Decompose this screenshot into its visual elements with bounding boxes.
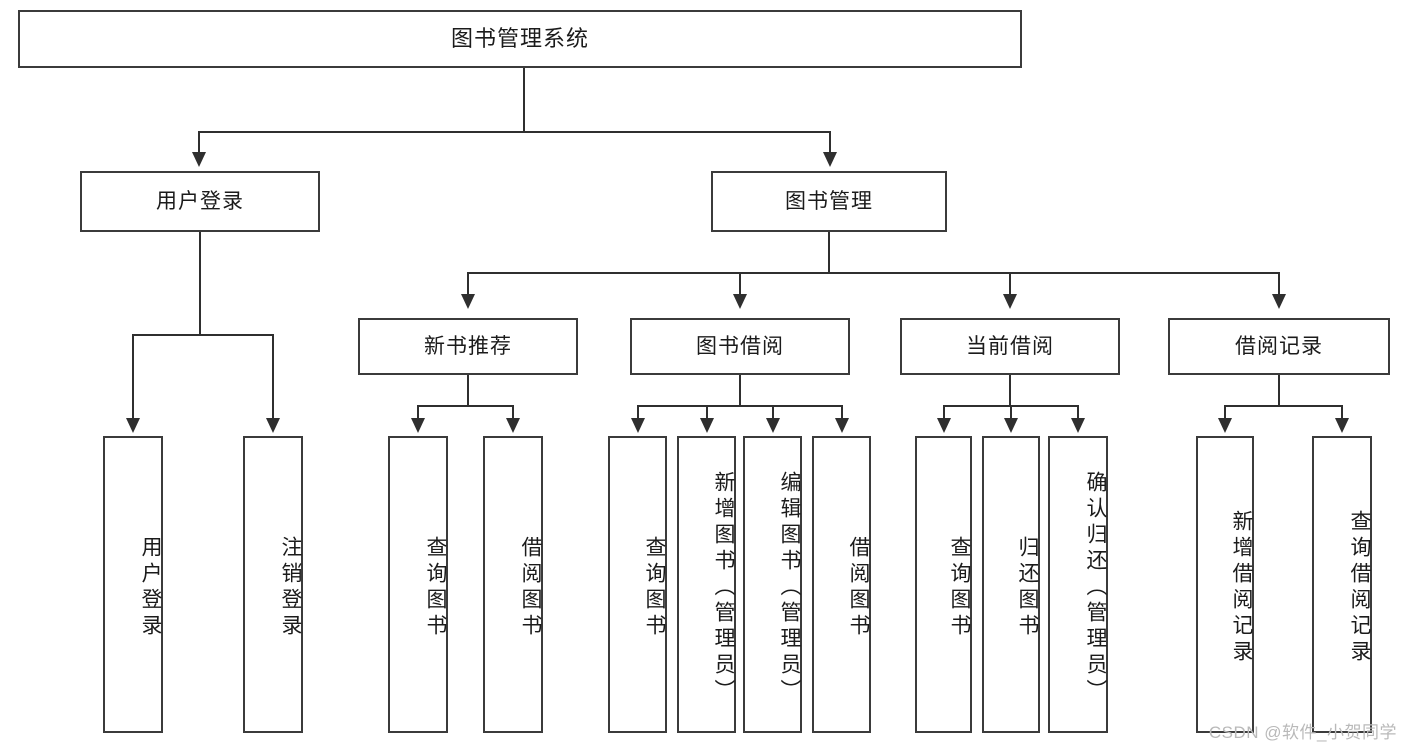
edge-to-borrow-record	[1278, 272, 1280, 296]
leaf-new-book-query-book[interactable]: 查询图书	[388, 436, 448, 733]
edge-level3-bar	[467, 272, 1279, 274]
node-label: 借阅图书	[519, 535, 542, 640]
arrow-book-borrow-leaf4	[835, 418, 849, 433]
node-book-borrow[interactable]: 图书借阅	[630, 318, 850, 375]
leaf-book-borrow-add-book-admin[interactable]: 新增图书（管理员）	[677, 436, 736, 733]
edge-current-borrow-leaf2	[1010, 405, 1012, 420]
node-label: 借阅图书	[847, 535, 870, 640]
node-label: 注销登录	[279, 535, 302, 640]
edge-to-book-borrow	[739, 272, 741, 296]
arrow-current-borrow-leaf3	[1071, 418, 1085, 433]
edge-level2-bar	[198, 131, 830, 133]
arrow-new-book-leaf2	[506, 418, 520, 433]
node-label: 确认归还（管理员）	[1084, 470, 1107, 705]
arrow-current-borrow-leaf2	[1004, 418, 1018, 433]
node-new-book-recommend[interactable]: 新书推荐	[358, 318, 578, 375]
edge-new-book-bar	[418, 405, 514, 407]
leaf-current-borrow-confirm-return-admin[interactable]: 确认归还（管理员）	[1048, 436, 1108, 733]
arrow-user-login-leaf1	[126, 418, 140, 433]
node-label: 图书管理系统	[450, 25, 589, 51]
edge-new-book-stem	[467, 375, 469, 406]
node-label: 借阅记录	[1235, 334, 1323, 358]
edge-book-borrow-leaf3	[772, 405, 774, 420]
edge-book-borrow-bar	[638, 405, 843, 407]
leaf-book-borrow-borrow-book[interactable]: 借阅图书	[812, 436, 871, 733]
node-current-borrow[interactable]: 当前借阅	[900, 318, 1120, 375]
arrow-current-borrow-leaf1	[937, 418, 951, 433]
edge-borrow-record-leaf2	[1341, 405, 1343, 420]
leaf-current-borrow-query-book[interactable]: 查询图书	[915, 436, 972, 733]
node-label: 查询借阅记录	[1348, 509, 1371, 666]
arrow-borrow-record-leaf1	[1218, 418, 1232, 433]
node-label: 图书管理	[785, 189, 873, 213]
node-label: 新书推荐	[424, 334, 512, 358]
edge-root-stem	[523, 68, 525, 133]
node-label: 归还图书	[1016, 535, 1039, 640]
arrow-user-login-leaf2	[266, 418, 280, 433]
edge-book-borrow-stem	[739, 375, 741, 406]
arrow-book-borrow-leaf1	[631, 418, 645, 433]
edge-to-current-borrow	[1009, 272, 1011, 296]
node-root-library-system[interactable]: 图书管理系统	[18, 10, 1022, 68]
node-label: 编辑图书（管理员）	[778, 470, 801, 705]
node-label: 查询图书	[643, 535, 666, 640]
edge-current-borrow-leaf1	[943, 405, 945, 420]
edge-new-book-leaf1	[417, 405, 419, 420]
edge-user-login-bar	[133, 334, 273, 336]
node-label: 用户登录	[156, 189, 244, 213]
leaf-book-borrow-query-book[interactable]: 查询图书	[608, 436, 667, 733]
edge-to-user-login	[198, 131, 200, 155]
arrow-borrow-record-leaf2	[1335, 418, 1349, 433]
leaf-current-borrow-return-book[interactable]: 归还图书	[982, 436, 1040, 733]
edge-current-borrow-leaf3	[1077, 405, 1079, 420]
edge-user-login-stem	[199, 232, 201, 335]
node-borrow-record[interactable]: 借阅记录	[1168, 318, 1390, 375]
arrow-book-borrow-leaf2	[700, 418, 714, 433]
arrow-to-current-borrow	[1003, 294, 1017, 309]
leaf-book-borrow-edit-book-admin[interactable]: 编辑图书（管理员）	[743, 436, 802, 733]
edge-book-borrow-leaf4	[841, 405, 843, 420]
edge-borrow-record-stem	[1278, 375, 1280, 406]
node-user-login[interactable]: 用户登录	[80, 171, 320, 232]
leaf-user-login-login[interactable]: 用户登录	[103, 436, 163, 733]
arrow-to-user-login	[192, 152, 206, 167]
edge-book-borrow-leaf2	[706, 405, 708, 420]
edge-user-login-leaf2	[272, 334, 274, 420]
arrow-new-book-leaf1	[411, 418, 425, 433]
edge-current-borrow-stem	[1009, 375, 1011, 406]
arrow-book-borrow-leaf3	[766, 418, 780, 433]
edge-borrow-record-bar	[1225, 405, 1343, 407]
leaf-user-login-logout[interactable]: 注销登录	[243, 436, 303, 733]
node-label: 查询图书	[424, 535, 447, 640]
node-label: 用户登录	[139, 535, 162, 640]
node-label: 新增图书（管理员）	[712, 470, 735, 705]
node-label: 查询图书	[948, 535, 971, 640]
node-label: 当前借阅	[966, 334, 1054, 358]
edge-borrow-record-leaf1	[1224, 405, 1226, 420]
arrow-to-new-book	[461, 294, 475, 309]
arrow-to-book-borrow	[733, 294, 747, 309]
leaf-borrow-record-add-record[interactable]: 新增借阅记录	[1196, 436, 1254, 733]
node-label: 图书借阅	[696, 334, 784, 358]
leaf-new-book-borrow-book[interactable]: 借阅图书	[483, 436, 543, 733]
leaf-borrow-record-query-record[interactable]: 查询借阅记录	[1312, 436, 1372, 733]
edge-book-borrow-leaf1	[637, 405, 639, 420]
edge-to-new-book	[467, 272, 469, 296]
edge-book-manage-stem	[828, 232, 830, 274]
edge-to-book-manage	[829, 131, 831, 155]
arrow-to-book-manage	[823, 152, 837, 167]
node-book-management[interactable]: 图书管理	[711, 171, 947, 232]
node-label: 新增借阅记录	[1230, 509, 1253, 666]
edge-new-book-leaf2	[512, 405, 514, 420]
arrow-to-borrow-record	[1272, 294, 1286, 309]
edge-user-login-leaf1	[132, 334, 134, 420]
